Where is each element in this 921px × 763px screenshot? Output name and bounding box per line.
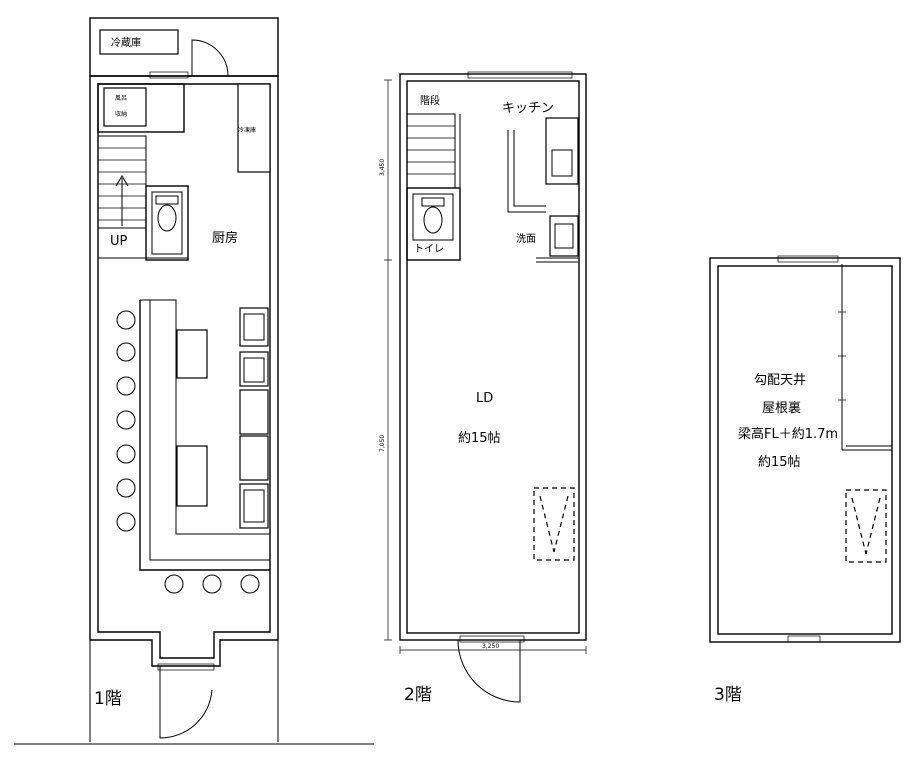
floor-2-inner-wall <box>406 80 580 634</box>
floor-3-room-size: 約15帖 <box>758 455 801 470</box>
bath-storage-label-2: 収納 <box>115 110 127 118</box>
floor-2-balcony-door-swing <box>457 639 521 703</box>
kitchen-equipment-2 <box>176 445 208 507</box>
floor-3-attic-boundary <box>838 264 892 451</box>
floor-2-toilet-booth <box>412 193 454 241</box>
floor-2-stairs-label: 階段 <box>420 94 440 107</box>
counter-stools <box>116 310 260 594</box>
floor-2-stairs <box>406 113 456 189</box>
floor-2-toilet-bowl <box>423 206 443 234</box>
freezer-unit <box>237 83 271 173</box>
floor-2-dimensions <box>384 79 587 654</box>
bath-storage-label-1: 風呂 <box>115 95 127 102</box>
floor-1-stairs <box>97 135 147 229</box>
fridge-unit <box>99 29 179 55</box>
bar-counter-outer <box>139 300 270 571</box>
floor-3-plan: 勾配天井 屋根裏 梁高FL＋約1.7m 約15帖 3階 <box>709 255 901 705</box>
floor-2-back-window <box>467 71 573 79</box>
washbasin-unit <box>549 215 579 257</box>
floor-3-beam-height-label: 梁高FL＋約1.7m <box>738 426 838 442</box>
washbasin <box>554 223 574 249</box>
floor-3-skylight <box>845 489 887 563</box>
floor-3-attic-label: 屋根裏 <box>762 401 801 416</box>
floor-2-toilet-tank <box>421 197 445 207</box>
floor-1-label: 1階 <box>94 689 122 709</box>
floor-2-toilet-label: トイレ <box>414 244 444 255</box>
kitchen-equipment-1 <box>176 329 208 379</box>
floor-1-outer-wall <box>89 75 279 667</box>
appliance-3 <box>239 389 269 435</box>
floor-2-label: 2階 <box>404 685 432 705</box>
floor-2-room-name: LD <box>476 391 493 406</box>
floor-1-toilet-tank <box>155 195 179 205</box>
freezer-label: 冷凍庫 <box>238 126 256 134</box>
floor-2-skylight <box>533 487 575 561</box>
bath-storage-cabinet <box>103 87 147 127</box>
appliance-4 <box>239 435 269 481</box>
floor-1-toilet-room <box>145 185 189 261</box>
floor-2-front-window <box>459 635 525 643</box>
floor-3-ceiling-label: 勾配天井 <box>754 373 806 388</box>
floor-2-outer-wall <box>399 73 587 641</box>
floor-1-back-door-swing <box>191 39 229 77</box>
floor-3-back-window <box>777 255 839 263</box>
dim-vertical-upper: 3,450 <box>379 159 386 176</box>
kitchen-counter <box>545 117 579 185</box>
kitchen-label: 厨房 <box>212 230 238 246</box>
floor-1-inner-wall <box>97 83 271 659</box>
washroom-label: 洗面 <box>516 233 536 245</box>
appliance-5 <box>239 483 269 529</box>
bath-storage-room <box>97 83 185 133</box>
floor-1-entrance-frame <box>157 663 215 671</box>
dim-vertical-lower: 7,050 <box>379 435 386 452</box>
floor-2-kitchen-label: キッチン <box>502 101 554 116</box>
floor-2-room-size: 約15帖 <box>458 431 501 446</box>
fridge-label: 冷蔵庫 <box>111 36 141 49</box>
dim-horizontal: 3,250 <box>482 643 499 650</box>
floor-1-back-window <box>149 71 189 79</box>
floor-2-plan: 階段 トイレ キッチン 洗面 LD 約15帖 <box>379 71 587 705</box>
stairs-up-label: UP <box>110 234 128 249</box>
floor-3-label: 3階 <box>714 685 742 705</box>
floor-1-plan: 冷蔵庫 風呂 収納 冷凍庫 UP <box>14 17 374 745</box>
floor-1-toilet-bowl <box>157 204 177 232</box>
floor-1-entrance-door-swing <box>159 666 213 739</box>
floor-1-toilet-booth <box>151 191 183 255</box>
floor-3-front-window <box>787 635 821 643</box>
kitchen-wall-l <box>507 130 546 213</box>
kitchen-sink <box>551 149 573 177</box>
